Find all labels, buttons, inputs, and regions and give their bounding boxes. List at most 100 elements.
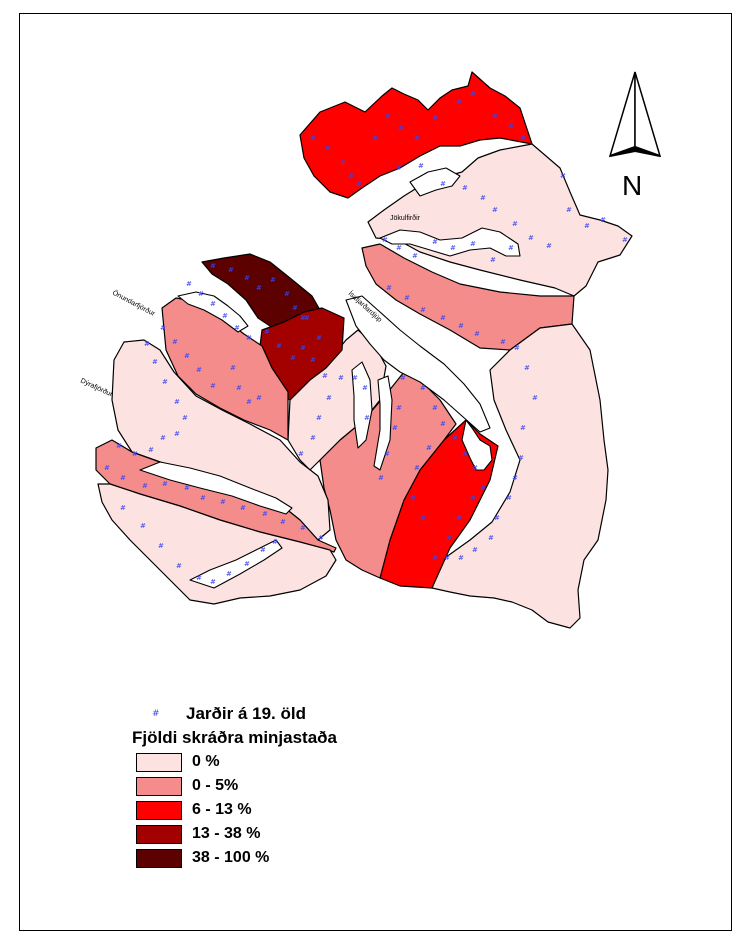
farm-marker: # <box>184 352 190 360</box>
farm-marker: # <box>132 450 138 458</box>
farm-marker: # <box>418 162 424 170</box>
farm-marker: # <box>172 338 178 346</box>
farm-marker: # <box>200 494 206 502</box>
farm-marker: # <box>220 498 226 506</box>
farm-marker: # <box>364 414 370 422</box>
fjord-jokulfirdir <box>379 227 521 257</box>
region-southwest <box>97 483 337 605</box>
farm-marker: # <box>120 474 126 482</box>
farm-marker: # <box>432 238 438 246</box>
farm-marker: # <box>524 364 530 372</box>
farm-marker: # <box>152 358 158 366</box>
farm-marker: # <box>210 578 216 586</box>
fjord-onundarfjordur <box>177 291 249 333</box>
farm-marker: # <box>300 314 306 322</box>
farm-marker: # <box>144 340 150 348</box>
farm-marker: # <box>104 464 110 472</box>
farm-marker: # <box>400 374 406 382</box>
farm-marker: # <box>392 424 398 432</box>
farm-marker: # <box>382 236 388 244</box>
farm-marker: # <box>142 482 148 490</box>
region-east <box>431 323 609 629</box>
farm-marker: # <box>174 398 180 406</box>
farm-marker: # <box>444 554 450 562</box>
farm-marker: # <box>446 534 452 542</box>
farm-marker: # <box>210 300 216 308</box>
legend-title: Fjöldi skráðra minjastaða <box>132 728 338 747</box>
farm-marker: # <box>240 504 246 512</box>
farm-marker: # <box>310 434 316 442</box>
farm-marker: # <box>256 284 262 292</box>
region-north <box>299 71 533 199</box>
farm-marker: # <box>162 378 168 386</box>
farm-marker: # <box>600 216 606 224</box>
farm-marker: # <box>472 546 478 554</box>
farm-marker: # <box>506 494 512 502</box>
farm-marker: # <box>386 284 392 292</box>
farm-marker: # <box>584 222 590 230</box>
farm-marker: # <box>452 434 458 442</box>
farm-marker: # <box>432 114 438 122</box>
farm-marker: # <box>432 404 438 412</box>
farm-marker: # <box>412 252 418 260</box>
farm-marker: # <box>420 514 426 522</box>
farm-marker: # <box>414 134 420 142</box>
farm-marker: # <box>162 480 168 488</box>
farm-marker: # <box>532 394 538 402</box>
farm-marker: # <box>262 510 268 518</box>
farm-marker: # <box>440 180 446 188</box>
farm-marker: # <box>310 134 316 142</box>
farm-marker: # <box>566 206 572 214</box>
farm-marker: # <box>186 280 192 288</box>
farm-marker: # <box>440 314 446 322</box>
farm-marker: # <box>470 240 476 248</box>
farm-marker: # <box>385 112 391 120</box>
fjord-hestfjordur <box>373 375 393 471</box>
farm-marker: # <box>300 524 306 532</box>
legend: # Jarðir á 19. öld Fjöldi skráðra minjas… <box>132 702 337 870</box>
farm-marker: # <box>316 334 322 342</box>
legend-farms-label: Jarðir á 19. öld <box>186 704 306 723</box>
farm-marker: # <box>210 382 216 390</box>
fjord-isafjardardjup <box>345 295 491 433</box>
farm-marker: # <box>492 112 498 120</box>
farm-marker: # <box>426 444 432 452</box>
north-label: N <box>622 170 643 201</box>
legend-swatch <box>136 752 182 772</box>
farm-marker: # <box>520 134 526 142</box>
farm-marker: # <box>456 514 462 522</box>
farm-marker: # <box>546 242 552 250</box>
legend-swatch <box>136 848 182 868</box>
legend-class-1: 0 - 5% <box>136 774 337 798</box>
farm-marker: # <box>518 454 524 462</box>
farm-marker: # <box>348 172 354 180</box>
farm-marker: # <box>260 546 266 554</box>
fjord-dyrafjordur <box>139 461 293 515</box>
legend-swatch <box>136 824 182 844</box>
farm-marker: # <box>316 414 322 422</box>
farm-marker: # <box>472 464 478 472</box>
farm-marker: # <box>520 424 526 432</box>
farm-marker: # <box>196 574 202 582</box>
farm-marker: # <box>480 194 486 202</box>
label-onundarfjordur: Önundarfjörður <box>111 289 157 318</box>
fjord-seydisfjordur <box>461 419 493 471</box>
farm-marker: # <box>244 274 250 282</box>
farm-marker: # <box>236 384 242 392</box>
farm-marker: # <box>560 172 566 180</box>
legend-swatch <box>136 800 182 820</box>
farm-marker: # <box>398 124 404 132</box>
farm-marker: # <box>458 322 464 330</box>
legend-class-label: 0 % <box>192 753 220 770</box>
farm-marker: # <box>234 324 240 332</box>
legend-swatch <box>136 776 182 796</box>
fjord-arnarfjordur <box>189 539 283 589</box>
farm-marker: # <box>362 384 368 392</box>
farm-marker: # <box>198 290 204 298</box>
farm-marker: # <box>298 450 304 458</box>
farm-marker: # <box>372 134 378 142</box>
farm-marker: # <box>494 514 500 522</box>
farm-marker: # <box>182 414 188 422</box>
farm-marker: # <box>356 180 362 188</box>
